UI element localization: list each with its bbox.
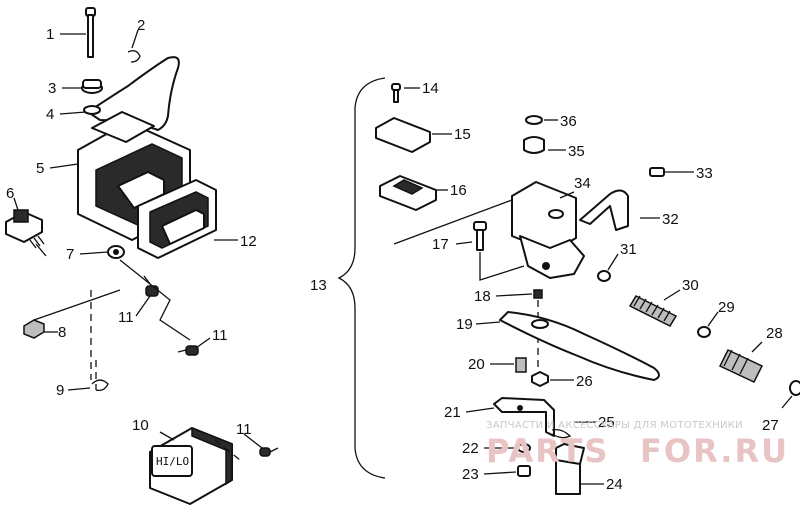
switch-bracket-part-21 — [493, 397, 555, 437]
callout-3: 3 — [48, 80, 56, 97]
callout-7: 7 — [66, 246, 74, 263]
screw-part-11c — [259, 447, 279, 457]
callout-19: 19 — [456, 316, 473, 333]
washer-part-29 — [697, 326, 711, 338]
clip-part-9 — [91, 379, 109, 392]
callout-21: 21 — [444, 404, 461, 421]
watermark-brand-right: FOR.RU — [640, 432, 789, 470]
switch-label: HI/LO — [156, 455, 189, 468]
callout-30: 30 — [682, 277, 699, 294]
screw-part-23 — [517, 465, 531, 477]
callout-36: 36 — [560, 113, 577, 130]
watermark: ЗАПЧАСТИ И АКСЕССУАРЫ ДЛЯ МОТОТЕХНИКИ PA… — [486, 420, 789, 470]
callout-5: 5 — [36, 160, 44, 177]
brake-lever-part-19 — [499, 311, 660, 381]
callout-8: 8 — [58, 324, 66, 341]
washer-part-31 — [597, 270, 611, 282]
callout-16: 16 — [450, 182, 467, 199]
callout-12: 12 — [240, 233, 257, 250]
callout-1: 1 — [46, 26, 54, 43]
bolt-part-1 — [85, 7, 96, 58]
pin-part-18 — [533, 289, 543, 299]
nut-part-8 — [23, 319, 45, 339]
piston-part-28 — [718, 349, 764, 383]
callout-9: 9 — [56, 382, 64, 399]
callout-34: 34 — [574, 175, 591, 192]
hi-lo-switch-part-10: HI/LO — [149, 426, 233, 505]
nut-part-7 — [107, 245, 125, 259]
screw-part-11b — [177, 345, 199, 356]
callout-11-top: 11 — [118, 309, 134, 326]
washer-part-36 — [525, 115, 543, 125]
callout-20: 20 — [468, 356, 485, 373]
bracket-part-32 — [579, 189, 629, 231]
spring-part-30 — [628, 295, 678, 327]
callout-31: 31 — [620, 241, 637, 258]
callout-4: 4 — [46, 106, 54, 123]
callout-11-bottom: 11 — [236, 421, 252, 438]
cap-part-35 — [523, 136, 545, 154]
master-cylinder-part-34 — [511, 181, 585, 279]
callout-18: 18 — [474, 288, 491, 305]
spring-part-20 — [515, 357, 527, 373]
spring-part-25 — [551, 428, 572, 439]
cover-part-12 — [137, 179, 217, 259]
callout-11-mid: 11 — [212, 327, 228, 344]
throttle-lever-part-4 — [83, 56, 180, 131]
screw-part-33 — [649, 167, 665, 177]
switch-part-24 — [555, 443, 585, 495]
reservoir-cover-part-15 — [375, 117, 431, 153]
callout-6: 6 — [6, 185, 14, 202]
callout-27: 27 — [762, 417, 779, 434]
callout-23: 23 — [462, 466, 479, 483]
bolt-part-17 — [473, 221, 487, 251]
clip-part-2 — [127, 50, 141, 63]
switch-part-6 — [5, 209, 47, 257]
ring-part-27 — [789, 380, 800, 396]
callout-35: 35 — [568, 143, 585, 160]
screw-part-14 — [391, 83, 401, 103]
callout-25: 25 — [598, 414, 615, 431]
callout-13: 13 — [310, 277, 327, 294]
diaphragm-part-16 — [379, 175, 437, 211]
callout-17: 17 — [432, 236, 449, 253]
watermark-brand-left: PARTS — [486, 432, 609, 470]
callout-33: 33 — [696, 165, 713, 182]
callout-22: 22 — [462, 440, 479, 457]
callout-32: 32 — [662, 211, 679, 228]
callout-14: 14 — [422, 80, 439, 97]
callout-29: 29 — [718, 299, 735, 316]
nut-part-26 — [531, 371, 549, 387]
washer-part-3 — [81, 79, 103, 94]
callouts: 1 2 3 4 5 6 7 8 9 10 11 11 11 12 13 14 1… — [6, 17, 793, 493]
callout-10: 10 — [132, 417, 149, 434]
callout-15: 15 — [454, 126, 471, 143]
screw-part-11a — [143, 275, 159, 297]
callout-26: 26 — [576, 373, 593, 390]
watermark-caption: ЗАПЧАСТИ И АКСЕССУАРЫ ДЛЯ МОТОТЕХНИКИ — [486, 420, 743, 431]
washer-part-22 — [517, 443, 531, 453]
callout-28: 28 — [766, 325, 783, 342]
callout-2: 2 — [137, 17, 145, 34]
callout-24: 24 — [606, 476, 623, 493]
